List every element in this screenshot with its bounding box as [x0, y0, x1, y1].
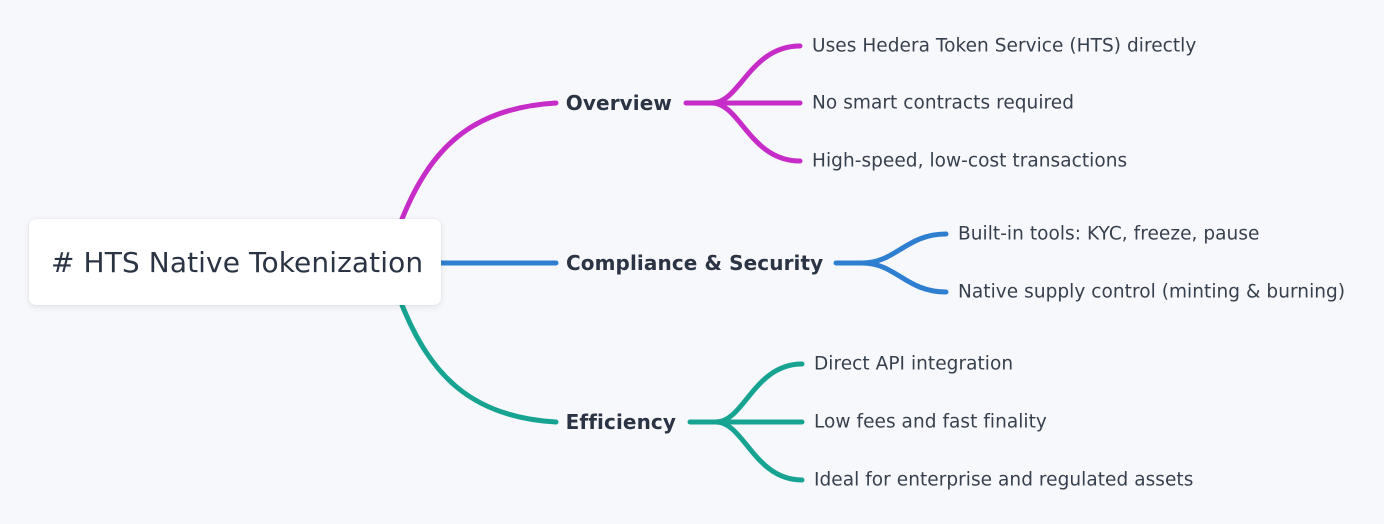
edge-compliance-leaf-2 — [859, 260, 949, 295]
edge-compliance-leaf-1 — [859, 231, 949, 266]
leaf-overview-1[interactable]: Uses Hedera Token Service (HTS) directly — [812, 35, 1197, 57]
leaf-overview-3[interactable]: High-speed, low-cost transactions — [812, 150, 1128, 172]
edge-overview-leaf-1 — [709, 43, 803, 106]
leaf-overview-2[interactable]: No smart contracts required — [812, 92, 1074, 114]
edge-overview-leaf-3 — [709, 100, 803, 164]
leaf-efficiency-1[interactable]: Direct API integration — [814, 353, 1014, 375]
branch-label-efficiency[interactable]: Efficiency — [565, 410, 676, 434]
leaf-efficiency-2[interactable]: Low fees and fast finality — [814, 411, 1047, 433]
branch-label-overview[interactable]: Overview — [565, 91, 672, 115]
edge-efficiency-leaf-1 — [713, 361, 805, 425]
edge-root-overview — [399, 100, 559, 222]
root-node[interactable]: # HTS Native Tokenization — [29, 219, 441, 305]
edge-efficiency-leaf-3 — [713, 419, 805, 483]
leaf-compliance-1[interactable]: Built-in tools: KYC, freeze, pause — [958, 223, 1260, 245]
root-node-label: # HTS Native Tokenization — [51, 245, 424, 279]
branch-label-compliance[interactable]: Compliance & Security — [566, 251, 824, 275]
edge-root-efficiency — [399, 302, 559, 425]
leaf-efficiency-3[interactable]: Ideal for enterprise and regulated asset… — [814, 469, 1194, 491]
leaf-compliance-2[interactable]: Native supply control (minting & burning… — [958, 281, 1346, 303]
